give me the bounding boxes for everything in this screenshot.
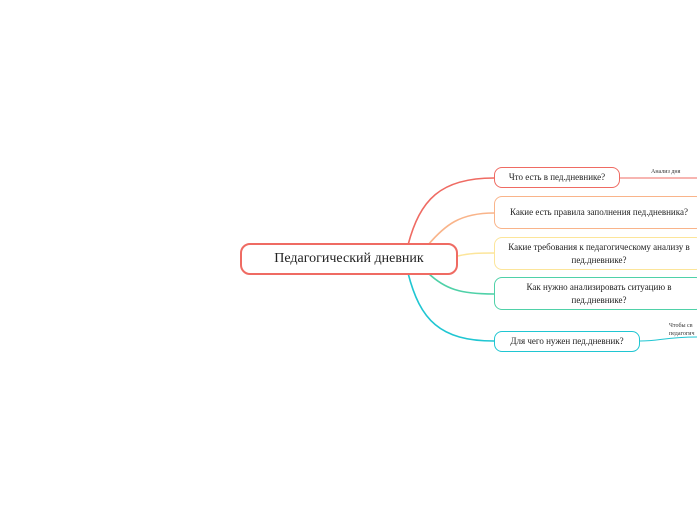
- branch-topic-why-needed[interactable]: Для чего нужен пед.дневник?: [494, 331, 640, 352]
- branch-topic-filling-rules[interactable]: Какие есть правила заполнения пед.дневни…: [494, 196, 697, 229]
- connector-branch-5-leaf: [639, 336, 697, 342]
- branch-topic-how-to-analyze[interactable]: Как нужно анализировать ситуацию в пед.д…: [494, 277, 697, 310]
- connector-root-branch-2: [427, 212, 495, 246]
- leaf-topic-line-2: педагогич: [669, 331, 695, 337]
- root-topic[interactable]: Педагогический дневник: [240, 243, 458, 275]
- leaf-topic-why-needed[interactable]: Чтобы св педагогич: [669, 322, 695, 338]
- connector-root-branch-4: [427, 272, 495, 295]
- connector-root-branch-1: [407, 177, 495, 246]
- connector-root-branch-3: [457, 252, 495, 257]
- leaf-topic-line-1: Чтобы св: [669, 323, 693, 329]
- branch-topic-what-in-diary[interactable]: Что есть в пед.дневнике?: [494, 167, 620, 188]
- leaf-topic-day-analysis[interactable]: Анализ дня: [651, 169, 681, 175]
- connector-root-branch-5: [407, 272, 495, 342]
- branch-topic-analysis-requirements[interactable]: Какие требования к педагогическому анали…: [494, 237, 697, 270]
